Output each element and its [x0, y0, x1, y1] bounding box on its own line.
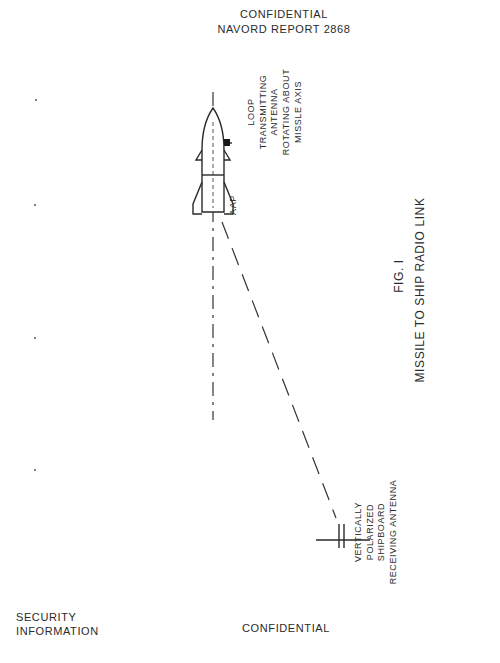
- figure-caption: MISSILE TO SHIP RADIO LINK: [413, 175, 429, 405]
- radio-path: [222, 222, 336, 518]
- classification-footer: CONFIDENTIAL: [206, 621, 366, 635]
- scan-dot: [34, 337, 36, 339]
- missile-body: [193, 108, 233, 214]
- security-marking: SECURITY INFORMATION: [16, 610, 126, 639]
- scan-dot: [35, 99, 37, 101]
- scan-dot: [34, 469, 36, 471]
- scan-dot: [34, 204, 36, 206]
- figure-number: FIG. I: [392, 246, 408, 306]
- inner-axis: [213, 122, 214, 208]
- classification-header: CONFIDENTIAL: [204, 7, 364, 21]
- scan-marks: [34, 99, 37, 471]
- report-number: NAVORD REPORT 2868: [194, 22, 374, 36]
- loop-antenna: [224, 139, 230, 146]
- antenna-element: [343, 524, 344, 548]
- antenna-element: [338, 524, 339, 548]
- part-callout: AAP: [228, 190, 240, 220]
- part-callout: VERTICALLY POLARIZED SHIPBOARD RECEIVING…: [353, 476, 400, 588]
- missile-outline: [202, 108, 224, 212]
- part-callout: LOOP TRANSMITTING ANTENNA ROTATING ABOUT…: [246, 65, 304, 159]
